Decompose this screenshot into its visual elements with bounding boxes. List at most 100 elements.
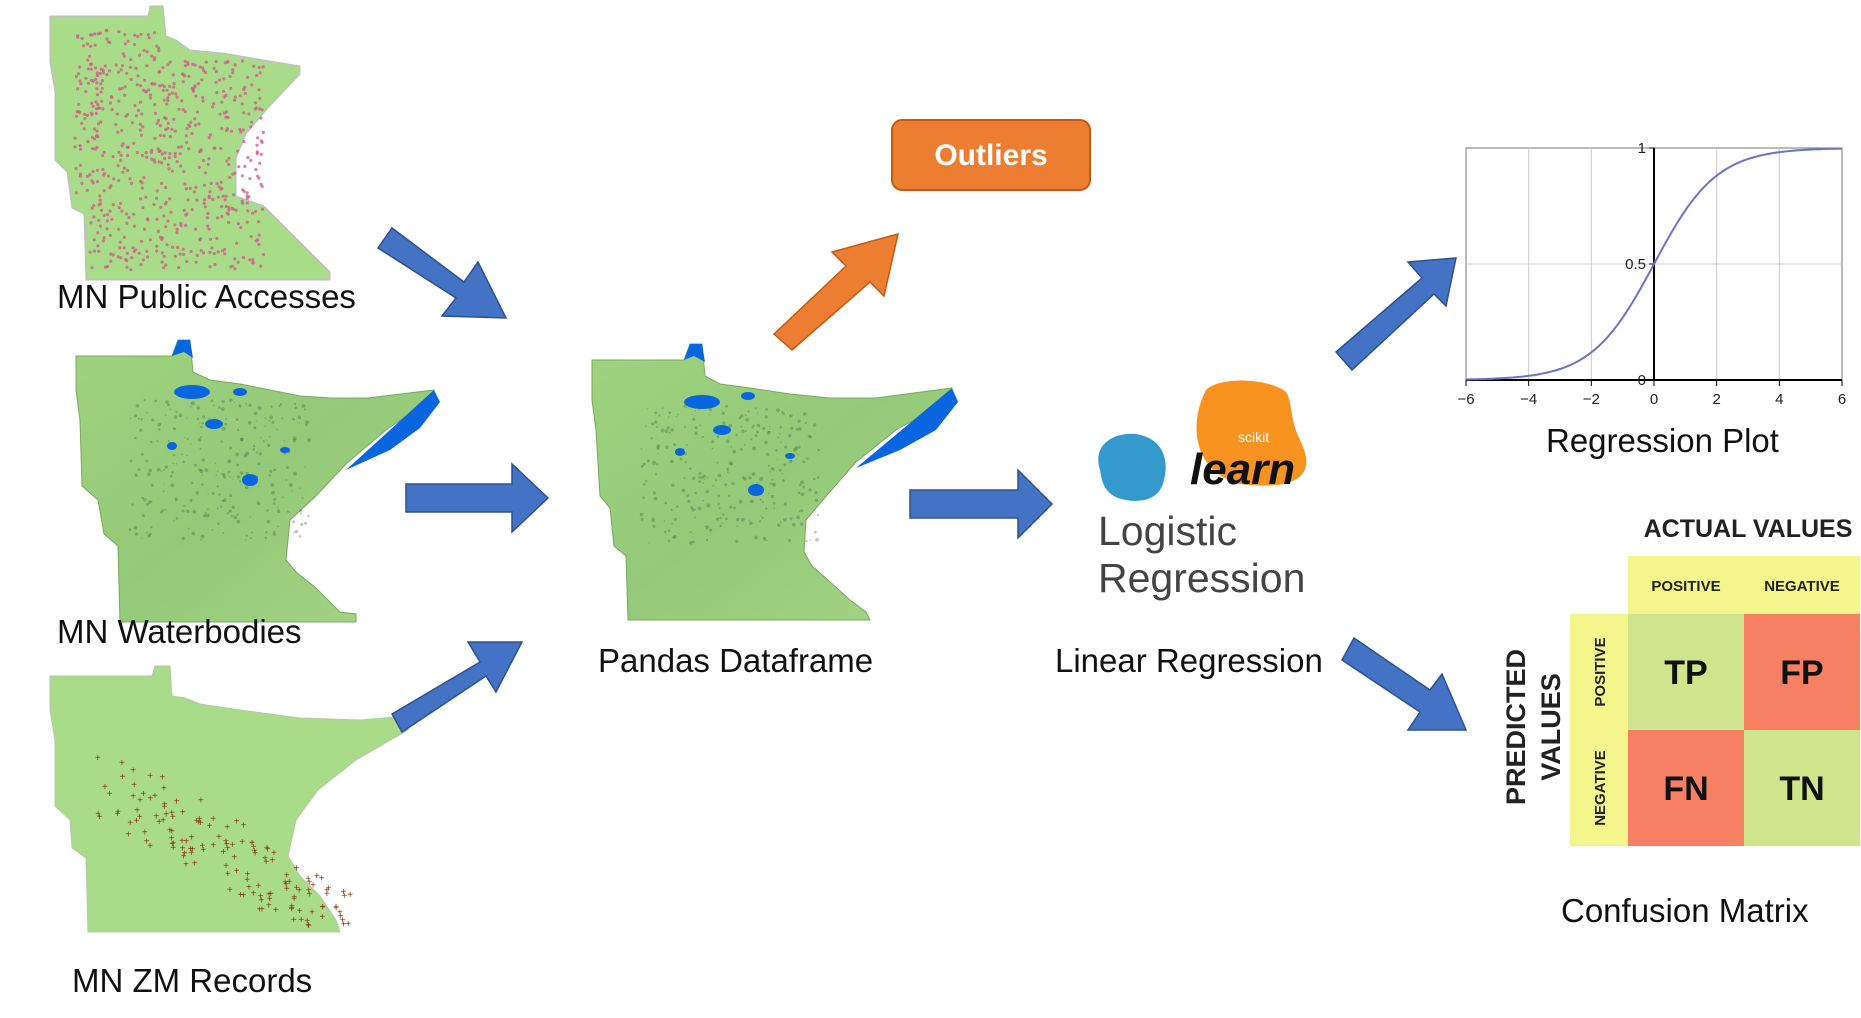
access-point	[86, 67, 90, 71]
terrain-speck	[148, 532, 152, 536]
zm-record-marker: +	[249, 838, 255, 849]
zm-record-marker: +	[181, 852, 187, 863]
access-point	[133, 33, 137, 37]
terrain-speck	[808, 488, 812, 492]
sklearn-learn-text: learn	[1190, 445, 1295, 494]
access-point	[243, 164, 247, 168]
access-point	[259, 116, 263, 120]
zm-record-marker: +	[266, 901, 272, 912]
zm-record-marker: +	[127, 818, 133, 829]
access-point	[100, 154, 105, 158]
terrain-speck	[817, 448, 820, 452]
access-point	[216, 250, 220, 254]
access-point	[220, 100, 224, 104]
zm-record-marker: +	[224, 840, 230, 851]
access-point	[135, 83, 139, 87]
access-point	[152, 202, 156, 207]
zm-record-marker: +	[284, 871, 290, 882]
access-point	[73, 136, 77, 140]
access-point	[106, 174, 111, 178]
access-point	[173, 254, 177, 258]
terrain-speck	[172, 427, 176, 431]
access-point	[202, 201, 206, 205]
access-point	[251, 261, 255, 265]
access-point	[105, 29, 109, 33]
terrain-speck	[772, 482, 776, 487]
access-point	[170, 127, 174, 131]
access-point	[91, 79, 95, 83]
label-mn-zm-records: MN ZM Records	[72, 962, 312, 999]
access-point	[261, 253, 266, 257]
access-point	[119, 153, 123, 157]
access-point	[73, 145, 77, 149]
access-point	[117, 179, 121, 183]
access-point	[111, 253, 115, 257]
terrain-speck	[771, 467, 775, 471]
terrain-speck	[794, 446, 799, 451]
zm-record-marker: +	[161, 802, 167, 813]
access-point	[126, 153, 130, 158]
access-point	[258, 71, 262, 75]
access-point	[88, 250, 92, 254]
sklearn-logo: scikit learn	[1098, 380, 1307, 501]
zm-record-marker: +	[180, 843, 186, 854]
terrain-speck	[781, 472, 784, 475]
terrain-speck	[139, 428, 143, 432]
x-tick-label: 2	[1712, 391, 1720, 408]
zm-record-marker: +	[207, 821, 213, 832]
terrain-speck	[187, 527, 190, 530]
access-point	[120, 209, 124, 213]
terrain-speck	[673, 535, 677, 539]
access-point	[203, 171, 208, 175]
access-point	[168, 84, 172, 88]
access-point	[124, 212, 128, 216]
access-point	[226, 60, 230, 64]
access-point	[102, 189, 106, 193]
terrain-speck	[724, 483, 728, 487]
terrain-speck	[147, 500, 152, 505]
access-point	[99, 208, 104, 212]
terrain-speck	[711, 440, 715, 444]
access-point	[256, 220, 261, 224]
terrain-speck	[730, 462, 733, 466]
access-point	[97, 218, 101, 222]
access-point	[168, 60, 172, 64]
zm-record-marker: +	[345, 919, 351, 930]
access-point	[173, 154, 177, 159]
terrain-speck	[702, 482, 705, 484]
access-point	[165, 243, 169, 247]
zm-record-marker: +	[234, 866, 240, 877]
terrain-speck	[174, 499, 178, 502]
terrain-speck	[249, 537, 252, 540]
access-point	[99, 120, 103, 124]
terrain-speck	[304, 408, 307, 411]
access-point	[88, 173, 92, 177]
terrain-texture	[639, 404, 820, 545]
terrain-speck	[793, 448, 797, 452]
access-point	[77, 102, 81, 106]
access-point	[212, 66, 216, 70]
access-point	[182, 170, 186, 174]
access-point	[78, 65, 82, 69]
terrain-speck	[299, 487, 301, 489]
zm-record-marker: +	[225, 869, 231, 880]
access-point	[208, 265, 212, 269]
terrain-speck	[740, 425, 743, 428]
access-point	[101, 239, 105, 243]
terrain-speck	[269, 469, 273, 473]
access-point	[191, 62, 195, 66]
row-header-positive	[1570, 614, 1628, 730]
access-point	[211, 105, 215, 109]
access-point	[168, 135, 172, 139]
access-point	[131, 246, 135, 250]
terrain-speck	[308, 421, 310, 423]
terrain-speck	[797, 419, 801, 423]
terrain-speck	[238, 404, 242, 408]
terrain-speck	[689, 531, 692, 534]
zm-record-marker: +	[119, 758, 125, 769]
terrain-speck	[147, 534, 151, 538]
sklearn-blue-blob	[1098, 433, 1166, 501]
terrain-speck	[235, 418, 239, 421]
terrain-speck	[171, 471, 174, 474]
access-point	[249, 234, 253, 239]
